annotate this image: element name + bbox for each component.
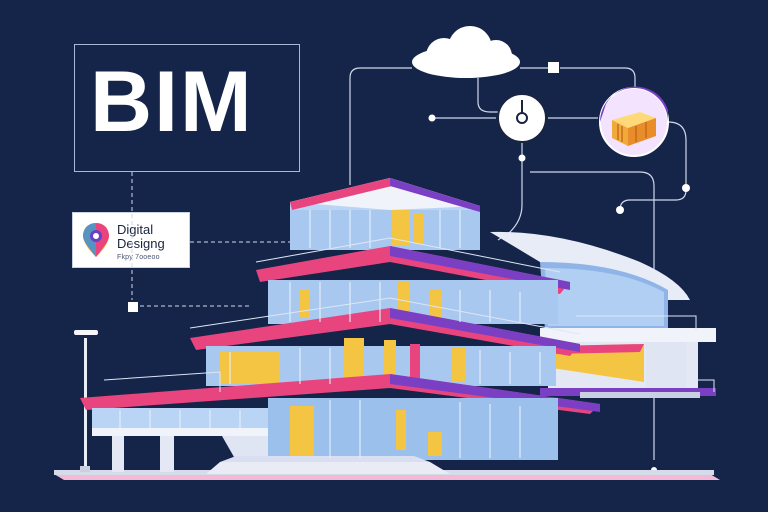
clock-icon	[497, 93, 547, 143]
ground-plane	[54, 474, 720, 480]
connector-to-crate	[560, 67, 636, 92]
node-dot-crate	[616, 206, 624, 214]
headline-frame	[74, 44, 300, 172]
connector-crate-loop	[619, 189, 687, 211]
node-square-top	[548, 62, 559, 73]
connector-to-cloud	[349, 67, 412, 185]
connector-crate-right	[667, 121, 687, 186]
logo-title: Digital Designg	[117, 223, 189, 251]
package-crate-icon	[599, 86, 669, 157]
main-tower	[80, 178, 715, 474]
node-dot-left	[428, 114, 436, 122]
node-dot-right	[682, 184, 690, 192]
node-square-left	[128, 302, 138, 312]
dashed-connectors	[131, 172, 290, 307]
logo-title-line2: Designg	[117, 236, 165, 251]
logo-tagline: Fkpy 7ooeoo	[117, 254, 160, 261]
connector-right-down	[530, 171, 655, 460]
connector-cloud-clock	[477, 78, 500, 113]
cloud-icon	[412, 26, 520, 78]
logo-card: Digital Designg Fkpy 7ooeoo	[72, 212, 190, 268]
connector-clock-building	[497, 142, 523, 241]
logo-title-line1: Digital	[117, 222, 154, 237]
node-dot-clock	[518, 154, 526, 162]
right-wing	[490, 231, 716, 398]
location-pin-logo-icon	[83, 223, 109, 257]
connector-lines	[349, 67, 687, 460]
headline: BIM	[90, 54, 254, 150]
